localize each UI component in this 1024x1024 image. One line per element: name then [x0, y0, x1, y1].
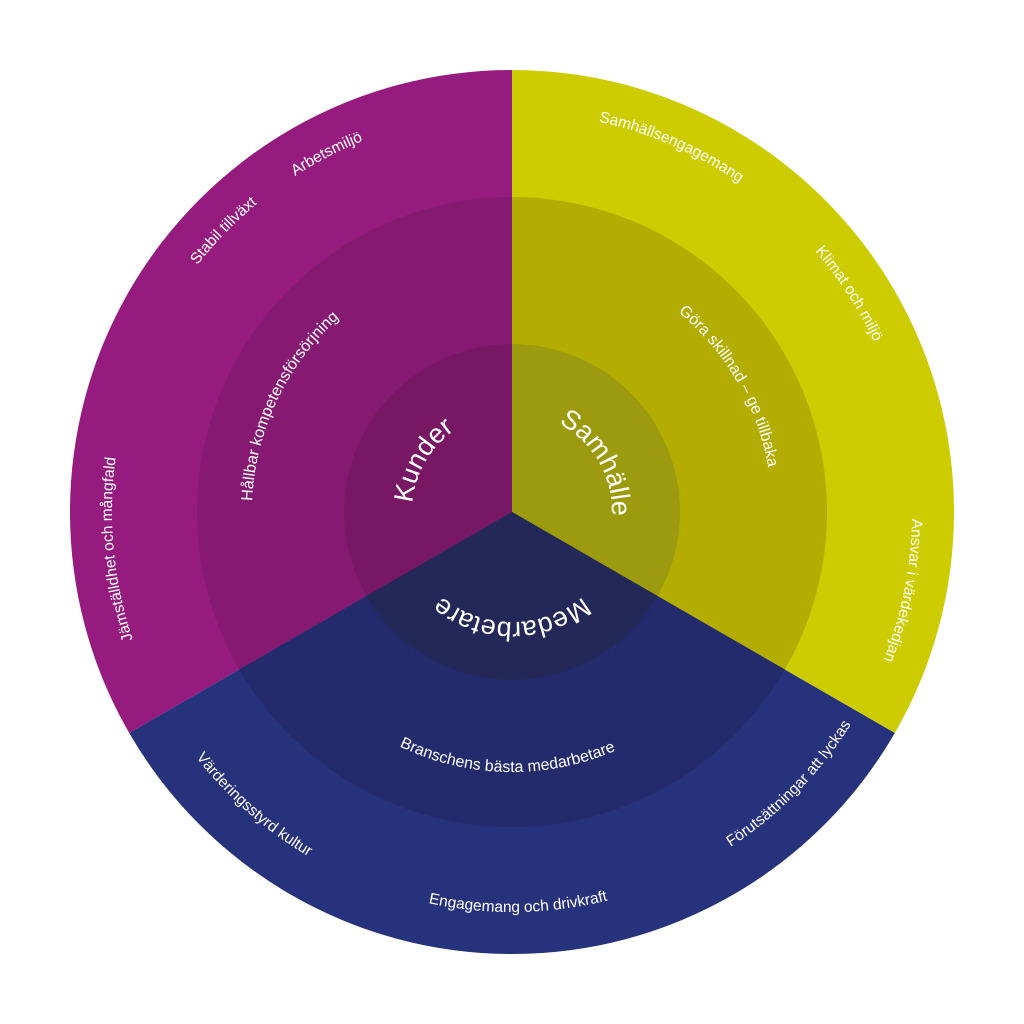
sector-medarbetare-inner [366, 512, 658, 681]
sector-kunder-inner [343, 344, 512, 596]
sector-samhalle-inner [512, 344, 681, 596]
